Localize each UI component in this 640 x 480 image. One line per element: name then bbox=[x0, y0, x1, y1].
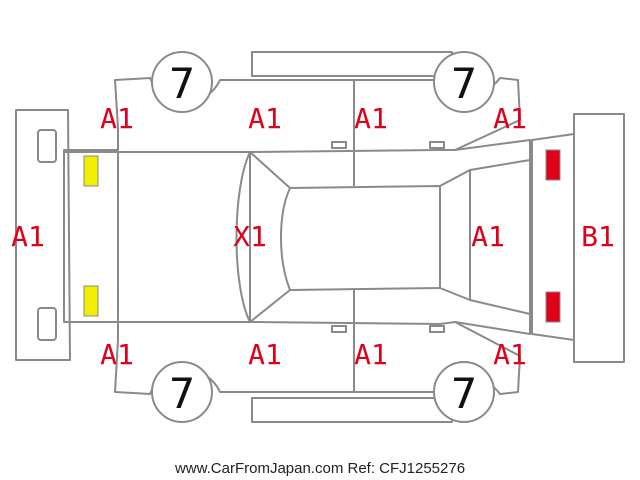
wheel-front-left-number: 7 bbox=[169, 59, 196, 108]
wheel-front-left bbox=[151, 51, 213, 113]
rear-hatch-line-2 bbox=[469, 299, 531, 315]
label-windshield: X1 bbox=[233, 220, 267, 253]
door-handle-fr bbox=[331, 325, 347, 333]
cabin-top bbox=[249, 149, 455, 153]
label-rear-left-door: A1 bbox=[354, 102, 388, 135]
label-rear-glass: A1 bbox=[471, 220, 505, 253]
headlight-bottom bbox=[83, 285, 99, 317]
front-bumper-shape bbox=[15, 109, 71, 361]
rear-glass-shape bbox=[439, 169, 471, 301]
roof-panel bbox=[289, 185, 441, 291]
label-rear-left-fender: A1 bbox=[493, 102, 527, 135]
taillight-bottom bbox=[545, 291, 561, 323]
wheel-rear-left bbox=[433, 51, 495, 113]
label-front-right-door: A1 bbox=[248, 338, 282, 371]
headlight-top bbox=[83, 155, 99, 187]
wheel-rear-left-number: 7 bbox=[451, 59, 478, 108]
bottom-roof-strip bbox=[251, 397, 453, 423]
cabin-bottom bbox=[249, 321, 456, 325]
top-roof-strip bbox=[251, 51, 453, 77]
label-rear-right-fender: A1 bbox=[493, 338, 527, 371]
label-front-left-door: A1 bbox=[248, 102, 282, 135]
wheel-rear-right bbox=[433, 361, 495, 423]
front-bumper-fog-bottom bbox=[37, 307, 57, 341]
door-handle-rl bbox=[429, 141, 445, 149]
label-rear-right-door: A1 bbox=[354, 338, 388, 371]
label-front-right-fender: A1 bbox=[100, 338, 134, 371]
label-front-bumper: A1 bbox=[11, 220, 45, 253]
wheel-rear-right-number: 7 bbox=[451, 369, 478, 418]
wheel-front-right-number: 7 bbox=[169, 369, 196, 418]
windshield-shape bbox=[235, 151, 291, 323]
label-rear-bumper: B1 bbox=[581, 220, 615, 253]
tail-lamp-housing bbox=[531, 133, 575, 341]
label-front-left-fender: A1 bbox=[100, 102, 134, 135]
rear-hatch-line bbox=[469, 159, 531, 171]
front-bumper-fog-top bbox=[37, 129, 57, 163]
door-handle-fl bbox=[331, 141, 347, 149]
footer-reference: www.CarFromJapan.com Ref: CFJ1255276 bbox=[174, 460, 465, 477]
taillight-top bbox=[545, 149, 561, 181]
door-handle-rr bbox=[429, 325, 445, 333]
wheel-front-right bbox=[151, 361, 213, 423]
rear-hatch-shape bbox=[454, 139, 531, 335]
